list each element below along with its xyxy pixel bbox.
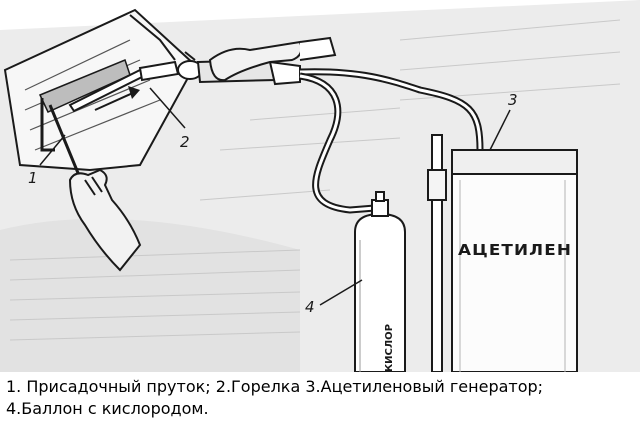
caption: 1. Присадочный пруток; 2.Горелка 3.Ацети… <box>6 376 636 420</box>
hoses <box>299 68 484 214</box>
callout-2: 2 <box>180 133 190 151</box>
left-hand <box>68 168 142 272</box>
welding-setup-illustration: АЦЕТИЛЕН КИСЛОР 1 2 3 4 <box>0 0 640 372</box>
leader-lines <box>39 87 511 306</box>
oxygen-cylinder <box>354 191 406 372</box>
callout-3: 3 <box>508 91 518 109</box>
generator-label: АЦЕТИЛЕН <box>458 241 572 259</box>
caption-line-1: 1. Присадочный пруток; 2.Горелка 3.Ацети… <box>6 377 544 396</box>
right-hand <box>208 36 337 82</box>
callout-1: 1 <box>28 169 38 187</box>
acetylene-generator <box>451 149 578 372</box>
caption-line-2: 4.Баллон с кислородом. <box>6 399 209 418</box>
water-seal-tube <box>427 134 447 372</box>
callout-4: 4 <box>305 298 315 316</box>
cylinder-label: КИСЛОР <box>384 324 395 372</box>
